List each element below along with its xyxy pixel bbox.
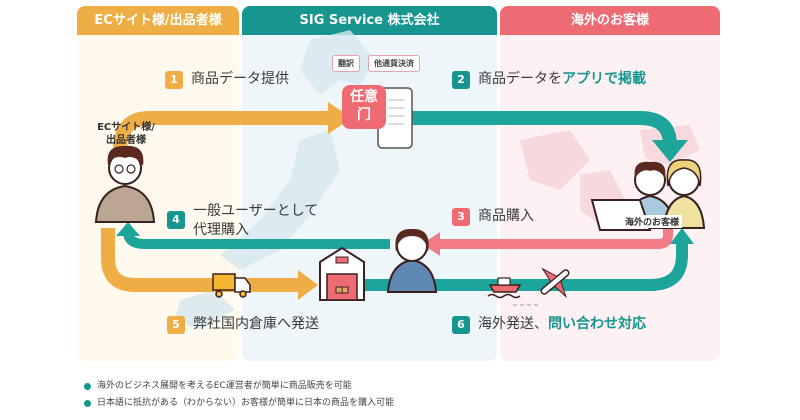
note-item: 日本語に抵抗がある（わからない）お客様が簡単に日本の商品を購入可能 [84,395,394,412]
step-badge: 6 [452,316,470,334]
step-label: 海外発送、問い合わせ対応 [478,316,646,332]
step-badge: 2 [452,71,470,89]
notes-list: 海外のビジネス展開を考えるEC運営者が簡単に商品販売を可能 日本語に抵抗がある（… [84,378,394,412]
step-badge: 4 [167,211,185,229]
step-badge: 5 [167,316,185,334]
column-header-ec-seller: ECサイト様/出品者様 [77,6,239,35]
step-4: 4 一般ユーザーとして 代理購入 [167,202,318,240]
step-label: 商品データ提供 [191,71,289,87]
customer-label: 海外のお客様 [622,215,683,228]
step-label: 商品データをアプリで掲載 [478,71,646,87]
bullet-icon [84,400,91,407]
column-ec-seller: ECサイト様/出品者様 [77,6,239,361]
step-6: 6 海外発送、問い合わせ対応 [452,315,646,334]
note-item: 海外のビジネス展開を考えるEC運営者が簡単に商品販売を可能 [84,378,394,395]
seller-label: ECサイト様/ 出品者様 [97,122,155,146]
column-header-sig-service: SIG Service 株式会社 [242,6,497,35]
step-label: 商品購入 [478,208,534,224]
bullet-icon [84,383,91,390]
column-header-overseas-customer: 海外のお客様 [500,6,720,35]
step-badge: 1 [165,71,183,89]
tag-multi-currency-payment: 他通貨決済 [368,55,420,72]
step-label: 一般ユーザーとして 代理購入 [193,203,319,238]
step-1: 1 商品データ提供 [165,70,289,89]
step-2: 2 商品データをアプリで掲載 [452,70,646,89]
tag-translation: 翻訳 [332,55,360,72]
column-overseas-customer: 海外のお客様 [500,6,720,361]
app-name: 任意 门 [350,89,378,123]
step-3: 3 商品購入 [452,207,534,226]
step-label: 弊社国内倉庫へ発送 [193,316,319,332]
step-badge: 3 [452,208,470,226]
step-5: 5 弊社国内倉庫へ発送 [167,315,319,334]
